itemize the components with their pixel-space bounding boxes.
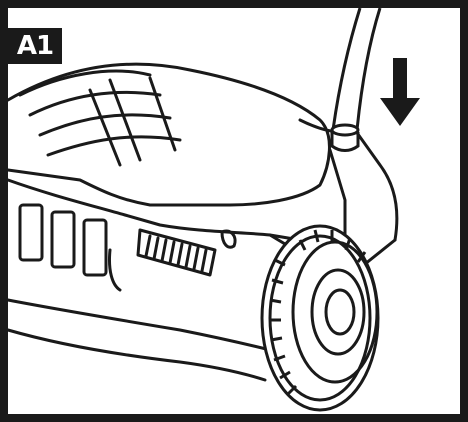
step-badge: A1 <box>8 28 62 64</box>
wheel <box>260 224 380 412</box>
handle-tube <box>330 7 382 152</box>
down-arrow-icon <box>380 58 420 126</box>
